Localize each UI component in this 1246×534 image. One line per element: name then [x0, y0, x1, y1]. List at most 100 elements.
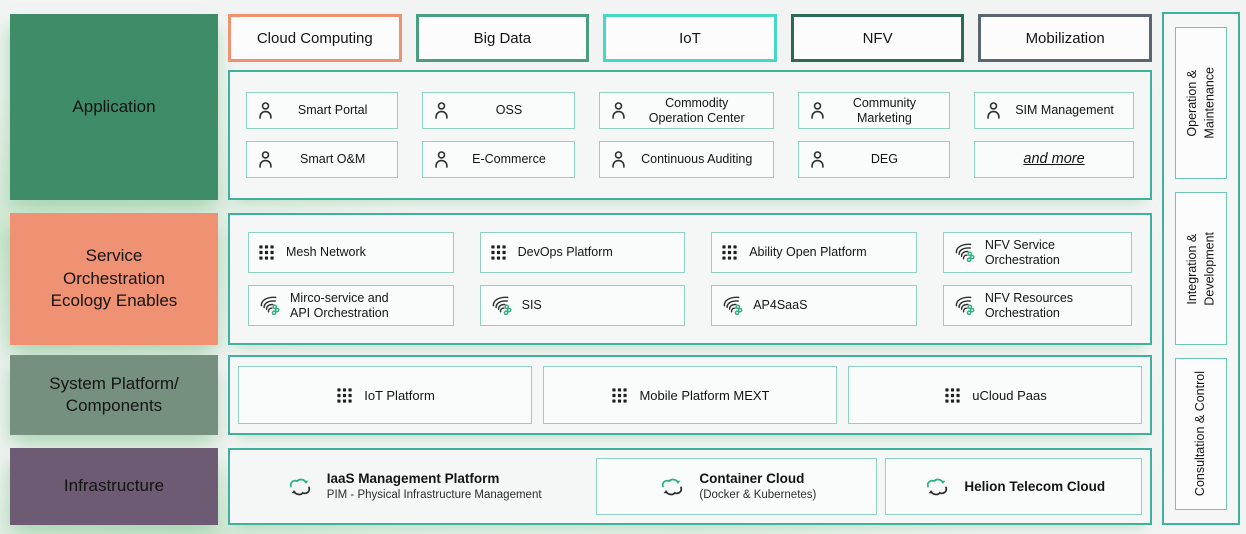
infra-item-title: Container Cloud: [699, 471, 805, 487]
app-item-community-marketing: Community Marketing: [797, 92, 951, 129]
app-item-label: Community Marketing: [852, 95, 917, 125]
rail-label: Consultation & Control: [1193, 371, 1208, 497]
cloud-cycle-icon: [922, 476, 952, 498]
category-nfv: NFV: [790, 14, 965, 62]
person-icon: [983, 100, 1004, 121]
person-icon: [431, 149, 452, 170]
section-label-infrastructure: Infrastructure: [10, 448, 218, 525]
infra-item-title: IaaS Management Platform: [326, 471, 500, 487]
grid-icon: [720, 243, 739, 262]
svc-item-mesh-network: Mesh Network: [248, 232, 454, 273]
infra-item-subtitle: (Docker & Kubernetes): [699, 488, 817, 501]
platform-item-label: Mobile Platform MEXT: [639, 387, 770, 403]
service-column: DevOps Platform SIS: [479, 232, 686, 326]
platform-item-ucloud-paas: uCloud Paas: [848, 366, 1142, 424]
application-column: OSS E-Commerce: [422, 92, 575, 178]
right-rail: Operation & Maintenance Integration & De…: [1162, 12, 1240, 525]
app-item-label: E-Commerce: [472, 152, 546, 167]
app-item-continuous-auditing: Continuous Auditing: [598, 141, 774, 178]
app-item-label: DEG: [870, 152, 898, 167]
grid-icon: [943, 386, 962, 405]
svc-item-label: DevOps Platform: [517, 245, 613, 260]
person-icon: [807, 149, 828, 170]
app-item-sim-management: SIM Management: [974, 92, 1135, 129]
category-iot: IoT: [603, 14, 777, 62]
infra-item-text: IaaS Management Platform PIM - Physical …: [327, 470, 542, 502]
section-label-service-orchestration: Service Orchestration Ecology Enables: [10, 213, 218, 345]
category-row: Cloud Computing Big Data IoT NFV Mobiliz…: [228, 14, 1152, 62]
category-mobilization: Mobilization: [978, 14, 1152, 62]
orchestration-icon: [489, 294, 512, 317]
svc-item-label: Mesh Network: [286, 245, 366, 260]
infra-item-text: Container Cloud (Docker & Kubernetes): [699, 470, 816, 502]
rail-box-consultation-control: Consultation & Control: [1175, 357, 1227, 510]
app-item-label: Smart O&M: [300, 152, 366, 167]
category-cloud-computing: Cloud Computing: [228, 14, 402, 62]
service-column: NFV Service Orchestration NFV Resources …: [942, 232, 1132, 326]
svc-item-label: Mirco-service and API Orchestration: [290, 290, 389, 320]
svc-item-label: Ability Open Platform: [749, 245, 867, 260]
svc-item-devops-platform: DevOps Platform: [479, 232, 686, 273]
system-platform-panel: IoT Platform Mobile Platform MEXT uCloud…: [228, 355, 1152, 435]
platform-item-mobile-platform-mext: Mobile Platform MEXT: [543, 366, 837, 424]
svc-item-label: NFV Service Orchestration: [984, 237, 1060, 267]
rail-box-operation-maintenance: Operation & Maintenance: [1175, 27, 1227, 180]
orchestration-icon: [720, 294, 743, 317]
app-item-label: Smart Portal: [297, 103, 368, 118]
svc-item-ability-open-platform: Ability Open Platform: [711, 232, 917, 273]
infra-item-title: Helion Telecom Cloud: [964, 478, 1106, 494]
svc-item-label: NFV Resources Orchestration: [984, 290, 1074, 320]
platform-item-iot-platform: IoT Platform: [238, 366, 532, 424]
grid-icon: [257, 243, 276, 262]
category-big-data: Big Data: [415, 14, 590, 62]
svc-item-label: SIS: [521, 298, 542, 313]
svc-item-microservice-api-orchestration: Mirco-service and API Orchestration: [248, 285, 454, 326]
cloud-cycle-icon: [285, 476, 315, 498]
application-column: SIM Management and more: [974, 92, 1135, 178]
app-item-smart-portal: Smart Portal: [246, 92, 399, 129]
app-item-smart-om: Smart O&M: [246, 141, 399, 178]
service-column: Mesh Network Mirco-service and API Orche…: [248, 232, 454, 326]
svc-item-ap4saas: AP4SaaS: [711, 285, 917, 326]
svc-item-label: AP4SaaS: [753, 298, 808, 313]
app-item-label: Continuous Auditing: [641, 152, 753, 167]
grid-icon: [489, 243, 508, 262]
app-item-oss: OSS: [422, 92, 575, 129]
service-column: Ability Open Platform AP4SaaS: [711, 232, 917, 326]
person-icon: [807, 100, 828, 121]
svc-item-sis: SIS: [479, 285, 686, 326]
person-icon: [431, 100, 452, 121]
rail-box-integration-development: Integration & Development: [1175, 192, 1227, 345]
svc-item-nfv-service-orchestration: NFV Service Orchestration: [942, 232, 1132, 273]
app-item-label: SIM Management: [1015, 103, 1114, 118]
platform-item-label: uCloud Paas: [972, 387, 1047, 403]
person-icon: [608, 100, 629, 121]
app-item-label: and more: [1023, 150, 1085, 167]
person-icon: [255, 149, 276, 170]
application-panel: Smart Portal Smart O&M OSS E-Commerce Co…: [228, 70, 1152, 200]
service-orchestration-panel: Mesh Network Mirco-service and API Orche…: [228, 213, 1152, 345]
infra-item-text: Helion Telecom Cloud: [964, 478, 1105, 496]
app-item-label: Commodity Operation Center: [648, 95, 745, 125]
infra-item-iaas-management-platform: IaaS Management Platform PIM - Physical …: [238, 458, 588, 515]
orchestration-icon: [257, 294, 280, 317]
app-item-and-more: and more: [974, 141, 1135, 178]
infrastructure-panel: IaaS Management Platform PIM - Physical …: [228, 448, 1152, 525]
infra-item-subtitle: PIM - Physical Infrastructure Management: [326, 488, 542, 501]
person-icon: [255, 100, 276, 121]
application-column: Community Marketing DEG: [797, 92, 951, 178]
rail-label: Operation & Maintenance: [1184, 67, 1217, 139]
application-column: Commodity Operation Center Continuous Au…: [598, 92, 774, 178]
app-item-label: OSS: [495, 103, 523, 118]
grid-icon: [335, 386, 354, 405]
application-column: Smart Portal Smart O&M: [246, 92, 399, 178]
orchestration-icon: [952, 294, 975, 317]
grid-icon: [610, 386, 629, 405]
svc-item-nfv-resources-orchestration: NFV Resources Orchestration: [942, 285, 1132, 326]
app-item-deg: DEG: [797, 141, 951, 178]
platform-item-label: IoT Platform: [364, 387, 435, 403]
rail-label: Integration & Development: [1184, 231, 1217, 306]
infra-item-container-cloud: Container Cloud (Docker & Kubernetes): [596, 458, 878, 515]
app-item-e-commerce: E-Commerce: [422, 141, 575, 178]
